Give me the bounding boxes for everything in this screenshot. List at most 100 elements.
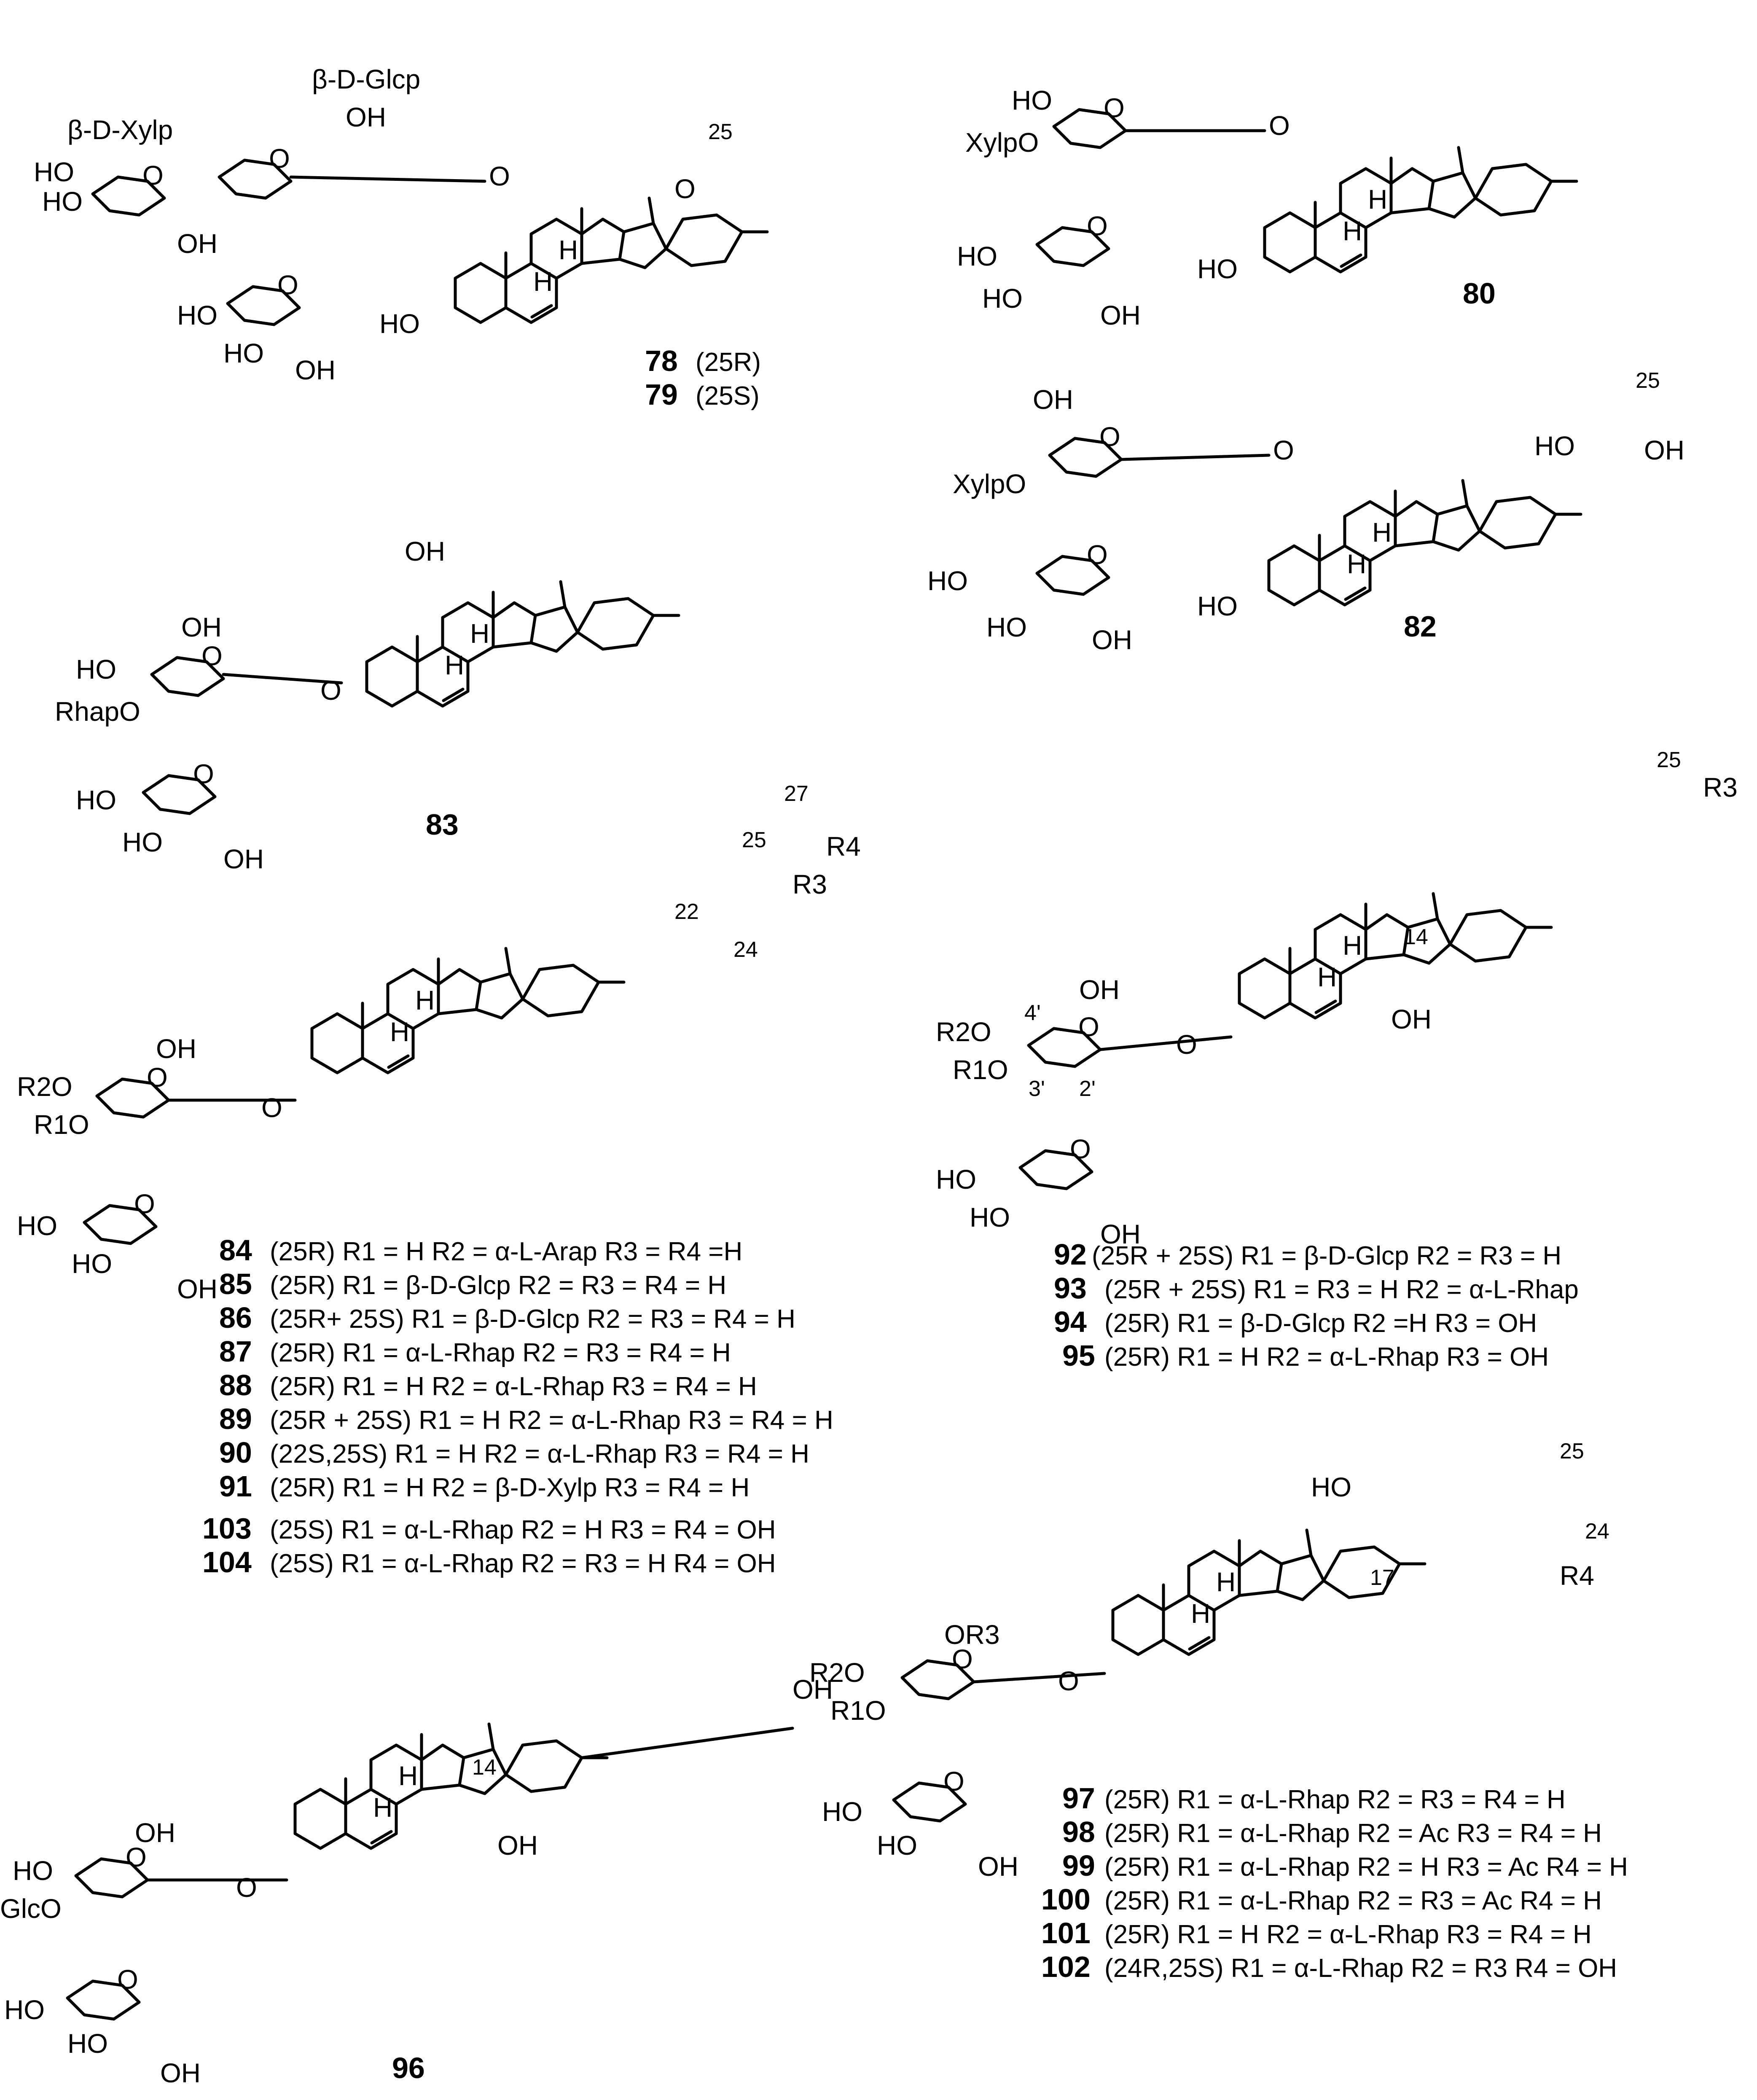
row-94: 94 (25R) R1 = β-D-Glcp R2 =H R3 = OH [1054, 1305, 1537, 1338]
svg-text:87: 87 [219, 1335, 252, 1368]
label-r1o: R1O [830, 1695, 886, 1726]
label-xylpo: XylpO [953, 469, 1026, 499]
label-r1o: R1O [34, 1109, 89, 1140]
svg-text:(25R + 25S) R1 = H R2 = α-L-R: (25R + 25S) R1 = H R2 = α-L-Rhap R3 = R4… [270, 1406, 833, 1435]
compound-number-96: 96 [392, 2052, 425, 2084]
svg-text:O: O [1269, 110, 1290, 141]
c24-label: 24 [733, 937, 758, 962]
label-ho: HO [927, 566, 968, 596]
label-ho: HO [1534, 431, 1575, 461]
svg-text:94: 94 [1054, 1305, 1087, 1338]
svg-text:(22S,25S) R1 = H R2 = α-L-Rha: (22S,25S) R1 = H R2 = α-L-Rhap R3 = R4 =… [270, 1439, 809, 1469]
row-95: 95 (25R) R1 = H R2 = α-L-Rhap R3 = OH [1062, 1339, 1549, 1372]
structure-80: HO XylpO HO HO OH O HO 80 [957, 85, 1577, 330]
svg-text:(25R + 25S) R1 = R3 = H R2 =: (25R + 25S) R1 = R3 = H R2 = α-L-Rhap [1104, 1275, 1579, 1304]
label-oh: OH [181, 612, 222, 642]
label-ho: HO [936, 1164, 976, 1195]
label-r4: R4 [826, 831, 861, 862]
svg-text:90: 90 [219, 1436, 252, 1469]
label-or3: OR3 [944, 1619, 1000, 1650]
label-ho: HO [76, 785, 116, 815]
label-oh: OH [497, 1830, 538, 1861]
svg-text:(25S) R1 = α-L-Rhap R2 = H R3: (25S) R1 = α-L-Rhap R2 = H R3 = R4 = OH [270, 1515, 776, 1544]
label-ho: HO [957, 241, 997, 271]
label-ho: HO [970, 1202, 1010, 1233]
label-ho: HO [1197, 591, 1238, 621]
label-ho: HO [13, 1856, 53, 1886]
label-ho: HO [986, 612, 1027, 642]
label-oh: OH [223, 844, 264, 874]
row-89: 89 (25R + 25S) R1 = H R2 = α-L-Rhap R3 =… [219, 1402, 833, 1435]
c22-label: 22 [674, 900, 699, 924]
c4p-label: 4' [1024, 1001, 1041, 1025]
c25-label: 25 [742, 828, 766, 852]
svg-text:O: O [261, 1093, 282, 1123]
label-ho: HO [982, 283, 1023, 314]
svg-text:O: O [236, 1872, 257, 1903]
svg-text:85: 85 [219, 1268, 252, 1300]
label-oh: OH [793, 1674, 833, 1705]
svg-text:99: 99 [1062, 1849, 1095, 1882]
label-rhapo: RhapO [55, 696, 140, 727]
row-99: 99 (25R) R1 = α-L-Rhap R2 = H R3 = Ac R4… [1062, 1849, 1628, 1882]
c14-label: 14 [1404, 925, 1428, 949]
svg-text:(25R) R1 = β-D-Glcp R2 = R3 =: (25R) R1 = β-D-Glcp R2 = R3 = R4 = H [270, 1271, 726, 1300]
label-ho: HO [822, 1797, 862, 1827]
label-oh: OH [978, 1851, 1018, 1882]
label-ho: HO [34, 157, 74, 187]
label-glco: GlcO [0, 1893, 62, 1924]
svg-text:100: 100 [1041, 1883, 1091, 1916]
svg-text:102: 102 [1041, 1950, 1091, 1983]
label-oh: OH [1644, 435, 1684, 465]
c25-label: 25 [1636, 368, 1660, 393]
compound-number-82: 82 [1404, 610, 1437, 643]
label-r2o: R2O [936, 1017, 991, 1047]
svg-text:101: 101 [1041, 1917, 1091, 1950]
compound-number-80: 80 [1463, 277, 1496, 310]
svg-text:(24R,25S) R1 = α-L-Rhap R2 = R: (24R,25S) R1 = α-L-Rhap R2 = R3 R4 = OH [1104, 1954, 1617, 1983]
row-92: 92 (25R + 25S) R1 = β-D-Glcp R2 = R3 = H [1054, 1238, 1561, 1271]
row-93: 93 (25R + 25S) R1 = R3 = H R2 = α-L-Rhap [1054, 1272, 1579, 1305]
svg-text:86: 86 [219, 1301, 252, 1334]
c25-label: 25 [1657, 748, 1681, 772]
svg-text:95: 95 [1062, 1339, 1095, 1372]
svg-text:93: 93 [1054, 1272, 1087, 1305]
config-78: (25R) [696, 348, 761, 377]
label-r4: R4 [1560, 1560, 1594, 1591]
svg-text:84: 84 [219, 1234, 252, 1267]
compound-number-83: 83 [426, 808, 459, 841]
label-oh: OH [1391, 1004, 1432, 1034]
sugar-top-label: β-D-Glcp [312, 64, 420, 94]
svg-text:91: 91 [219, 1470, 252, 1503]
label-oh: OH [135, 1818, 175, 1848]
label-ho: HO [1311, 1472, 1351, 1502]
row-97: 97 (25R) R1 = α-L-Rhap R2 = R3 = R4 = H [1062, 1782, 1566, 1815]
label-xylpo: XylpO [965, 127, 1039, 158]
label-oh: OH [295, 355, 336, 385]
label-ho: HO [67, 2028, 108, 2059]
structure-92-95: OH R2O R1O 4' 3' 2' HO HO OH O 14 OH 25 … [936, 748, 1738, 1372]
svg-text:O: O [1273, 435, 1294, 465]
label-oh: OH [177, 1274, 218, 1304]
svg-text:(25R) R1 = β-D-Glcp R2 =H R3: (25R) R1 = β-D-Glcp R2 =H R3 = OH [1104, 1309, 1537, 1338]
svg-text:(25R) R1 = α-L-Rhap R2 = R3 =: (25R) R1 = α-L-Rhap R2 = R3 = R4 = H [1104, 1785, 1566, 1814]
svg-text:98: 98 [1062, 1815, 1095, 1848]
label-oh: OH [1079, 975, 1120, 1005]
label-ho: HO [122, 827, 163, 857]
structure-78-79: β-D-Glcp β-D-Xylp HO HO OH OH HO HO OH O… [34, 64, 767, 411]
label-oh: OH [1092, 625, 1132, 655]
svg-text:(25R + 25S) R1 = β-D-Glcp R2: (25R + 25S) R1 = β-D-Glcp R2 = R3 = H [1092, 1241, 1561, 1270]
c3p-label: 3' [1029, 1077, 1045, 1101]
label-oh: OH [156, 1034, 196, 1064]
svg-text:O: O [489, 161, 510, 191]
label-ho: HO [17, 1211, 57, 1241]
row-84: 84 (25R) R1 = H R2 = α-L-Arap R3 = R4 =H [219, 1234, 742, 1267]
row-88: 88 (25R) R1 = H R2 = α-L-Rhap R3 = R4 = … [219, 1369, 757, 1402]
row-85: 85 (25R) R1 = β-D-Glcp R2 = R3 = R4 = H [219, 1268, 726, 1300]
svg-text:O: O [674, 174, 696, 204]
c17-label: 17 [1370, 1566, 1394, 1590]
label-ho: HO [72, 1249, 112, 1279]
row-102: 102 (24R,25S) R1 = α-L-Rhap R2 = R3 R4 =… [1041, 1950, 1617, 1983]
row-104: 104 (25S) R1 = α-L-Rhap R2 = R3 = H R4 =… [202, 1546, 776, 1579]
